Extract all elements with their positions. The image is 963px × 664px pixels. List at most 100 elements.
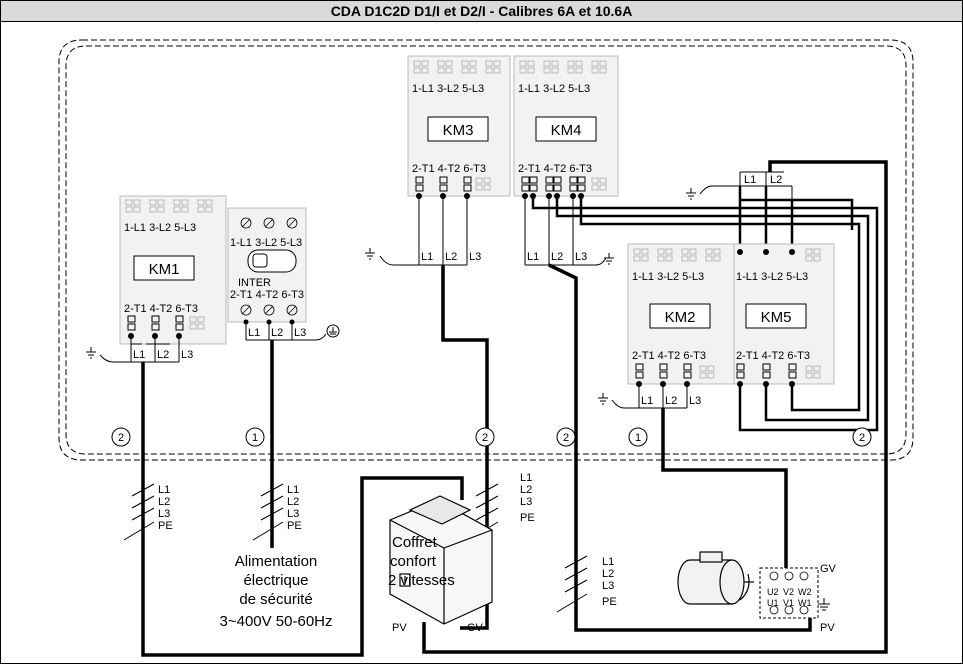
cable1-l1: L1 — [158, 484, 170, 496]
cable4-pe: PE — [602, 596, 617, 608]
power-supply-line4: 3~400V 50-60Hz — [220, 613, 333, 630]
motor-ground-icon — [818, 598, 830, 611]
pv-label-motor: PV — [820, 622, 835, 634]
km3-outputs: 2-T1 4-T2 6-T3 — [412, 163, 486, 175]
cable2-pe: PE — [287, 520, 302, 532]
cable3-l1: L1 — [520, 472, 532, 484]
thick-cables — [141, 263, 812, 657]
cable-marker-6: 2 — [859, 432, 865, 444]
km2-term-l2: L2 — [665, 395, 677, 407]
km1-terminal-strip — [86, 338, 180, 363]
km2-outputs: 2-T1 4-T2 6-T3 — [632, 350, 706, 362]
motor-u2: U2 — [767, 587, 779, 597]
power-supply-line1: Alimentation — [235, 553, 318, 570]
enclosure-outer-dashed — [58, 39, 914, 461]
inter-terminal-strip — [245, 322, 340, 341]
enclosure-inner-dashed — [65, 45, 907, 455]
coffret-box-icon — [389, 495, 493, 625]
cable-labels-group-1: L1 L2 L3 PE L1 L2 L3 PE L1 L2 L3 PE L1 L… — [158, 472, 617, 608]
cable-marker-3: 2 — [482, 432, 488, 444]
km2-term-l1: L1 — [641, 395, 653, 407]
motor-v2: V2 — [783, 587, 794, 597]
cable1-pe: PE — [158, 520, 173, 532]
cable-marker-1: 2 — [118, 432, 124, 444]
km3-inputs: 1-L1 3-L2 5-L3 — [412, 83, 484, 95]
cable-marker-5: 1 — [635, 432, 641, 444]
cable-marker-4: 2 — [563, 432, 569, 444]
cable3-l2: L2 — [520, 484, 532, 496]
km2-terminal-strip — [598, 384, 688, 409]
km4-name: KM4 — [551, 122, 582, 139]
coffret-label: Coffret confort 2 vitesses — [388, 534, 455, 589]
contactor-km4: 1-L1 3-L2 5-L3 KM4 2-T1 4-T2 6-T3 — [513, 55, 619, 199]
inter-inputs: 1-L1 3-L2 5-L3 — [230, 237, 302, 249]
cable2-l1: L1 — [287, 484, 299, 496]
km2-name: KM2 — [665, 309, 696, 326]
gv-label-box: GV — [467, 622, 484, 634]
km3-name: KM3 — [443, 122, 474, 139]
km4-inputs: 1-L1 3-L2 5-L3 — [518, 83, 590, 95]
contactor-km1: 1-L1 3-L2 5-L3 KM1 2-T1 4-T2 6-T3 — [119, 195, 227, 345]
cable3-pe: PE — [520, 512, 535, 524]
km2-term-l3: L3 — [689, 395, 701, 407]
km3-term-l2: L2 — [445, 251, 457, 263]
cable-markers — [111, 427, 872, 447]
cable4-l3: L3 — [602, 580, 614, 592]
inter-term-l2: L2 — [271, 327, 283, 339]
motor-terminal-box: U2 V2 W2 U1 V1 W1 — [759, 567, 819, 619]
km4-term-l2: L2 — [551, 251, 563, 263]
cable-marker-2: 1 — [252, 432, 258, 444]
km5-supply-terminal — [686, 171, 793, 200]
contactor-km3: 1-L1 3-L2 5-L3 KM3 2-T1 4-T2 6-T3 — [407, 55, 511, 199]
motor-w2: W2 — [798, 587, 812, 597]
km4-term-l3: L3 — [575, 251, 587, 263]
motor-u1: U1 — [767, 598, 779, 608]
km1-term-l3: L3 — [181, 349, 193, 361]
cable3-l3: L3 — [520, 496, 532, 508]
km5-supply-l2: L2 — [770, 174, 782, 186]
power-supply-line2: électrique — [243, 572, 308, 589]
cable-ticks-left — [123, 483, 588, 613]
power-supply-label: Alimentation électrique de sécurité 3~40… — [220, 553, 333, 630]
km4-to-km5-bus — [531, 196, 879, 432]
motor-icon — [677, 551, 754, 605]
km5-supply-lines — [738, 186, 854, 252]
motor-v1: V1 — [783, 598, 794, 608]
contactor-km2: 1-L1 3-L2 5-L3 KM2 2-T1 4-T2 6-T3 — [627, 243, 735, 387]
coffret-line1: Coffret — [392, 534, 438, 551]
km1-label-box — [133, 255, 195, 281]
cable1-l3: L3 — [158, 508, 170, 520]
inter-term-l1: L1 — [248, 327, 260, 339]
cable2-l3: L3 — [287, 508, 299, 520]
km1-inputs: 1-L1 3-L2 5-L3 — [124, 222, 196, 234]
inter-name: INTER — [238, 277, 271, 289]
inter-outputs: 2-T1 4-T2 6-T3 — [230, 289, 304, 301]
km1-term-l2: L2 — [157, 349, 169, 361]
switch-inter: 1-L1 3-L2 5-L3 INTER 2-T1 4-T2 6-T3 — [227, 207, 307, 325]
diagram-title: CDA D1C2D D1/I et D2/I - Calibres 6A et … — [330, 3, 633, 19]
contactor-km5: 1-L1 3-L2 5-L3 KM5 2-T1 4-T2 6-T3 — [733, 243, 835, 387]
gv-label-motor: GV — [820, 563, 837, 575]
km4-outputs: 2-T1 4-T2 6-T3 — [518, 163, 592, 175]
km3-term-l1: L1 — [421, 251, 433, 263]
km3-term-l3: L3 — [469, 251, 481, 263]
motor-w1: W1 — [798, 598, 812, 608]
title-bar: CDA D1C2D D1/I et D2/I - Calibres 6A et … — [1, 1, 962, 22]
km2-inputs: 1-L1 3-L2 5-L3 — [632, 271, 704, 283]
cable4-l2: L2 — [602, 568, 614, 580]
km4-term-l1: L1 — [527, 251, 539, 263]
km5-outputs: 2-T1 4-T2 6-T3 — [736, 350, 810, 362]
km5-inputs: 1-L1 3-L2 5-L3 — [736, 271, 808, 283]
km5-name: KM5 — [761, 309, 792, 326]
cable1-l2: L2 — [158, 496, 170, 508]
cable2-l2: L2 — [287, 496, 299, 508]
power-supply-line3: de sécurité — [239, 591, 312, 608]
coffret-line2: confort — [390, 553, 437, 570]
km1-term-l1: L1 — [133, 349, 145, 361]
km5-supply-l1: L1 — [744, 174, 756, 186]
main-cable-right — [422, 160, 888, 654]
inter-term-l3: L3 — [294, 327, 306, 339]
km3-terminal-strip — [365, 196, 468, 266]
coffret-line3: 2 vitesses — [388, 572, 455, 589]
